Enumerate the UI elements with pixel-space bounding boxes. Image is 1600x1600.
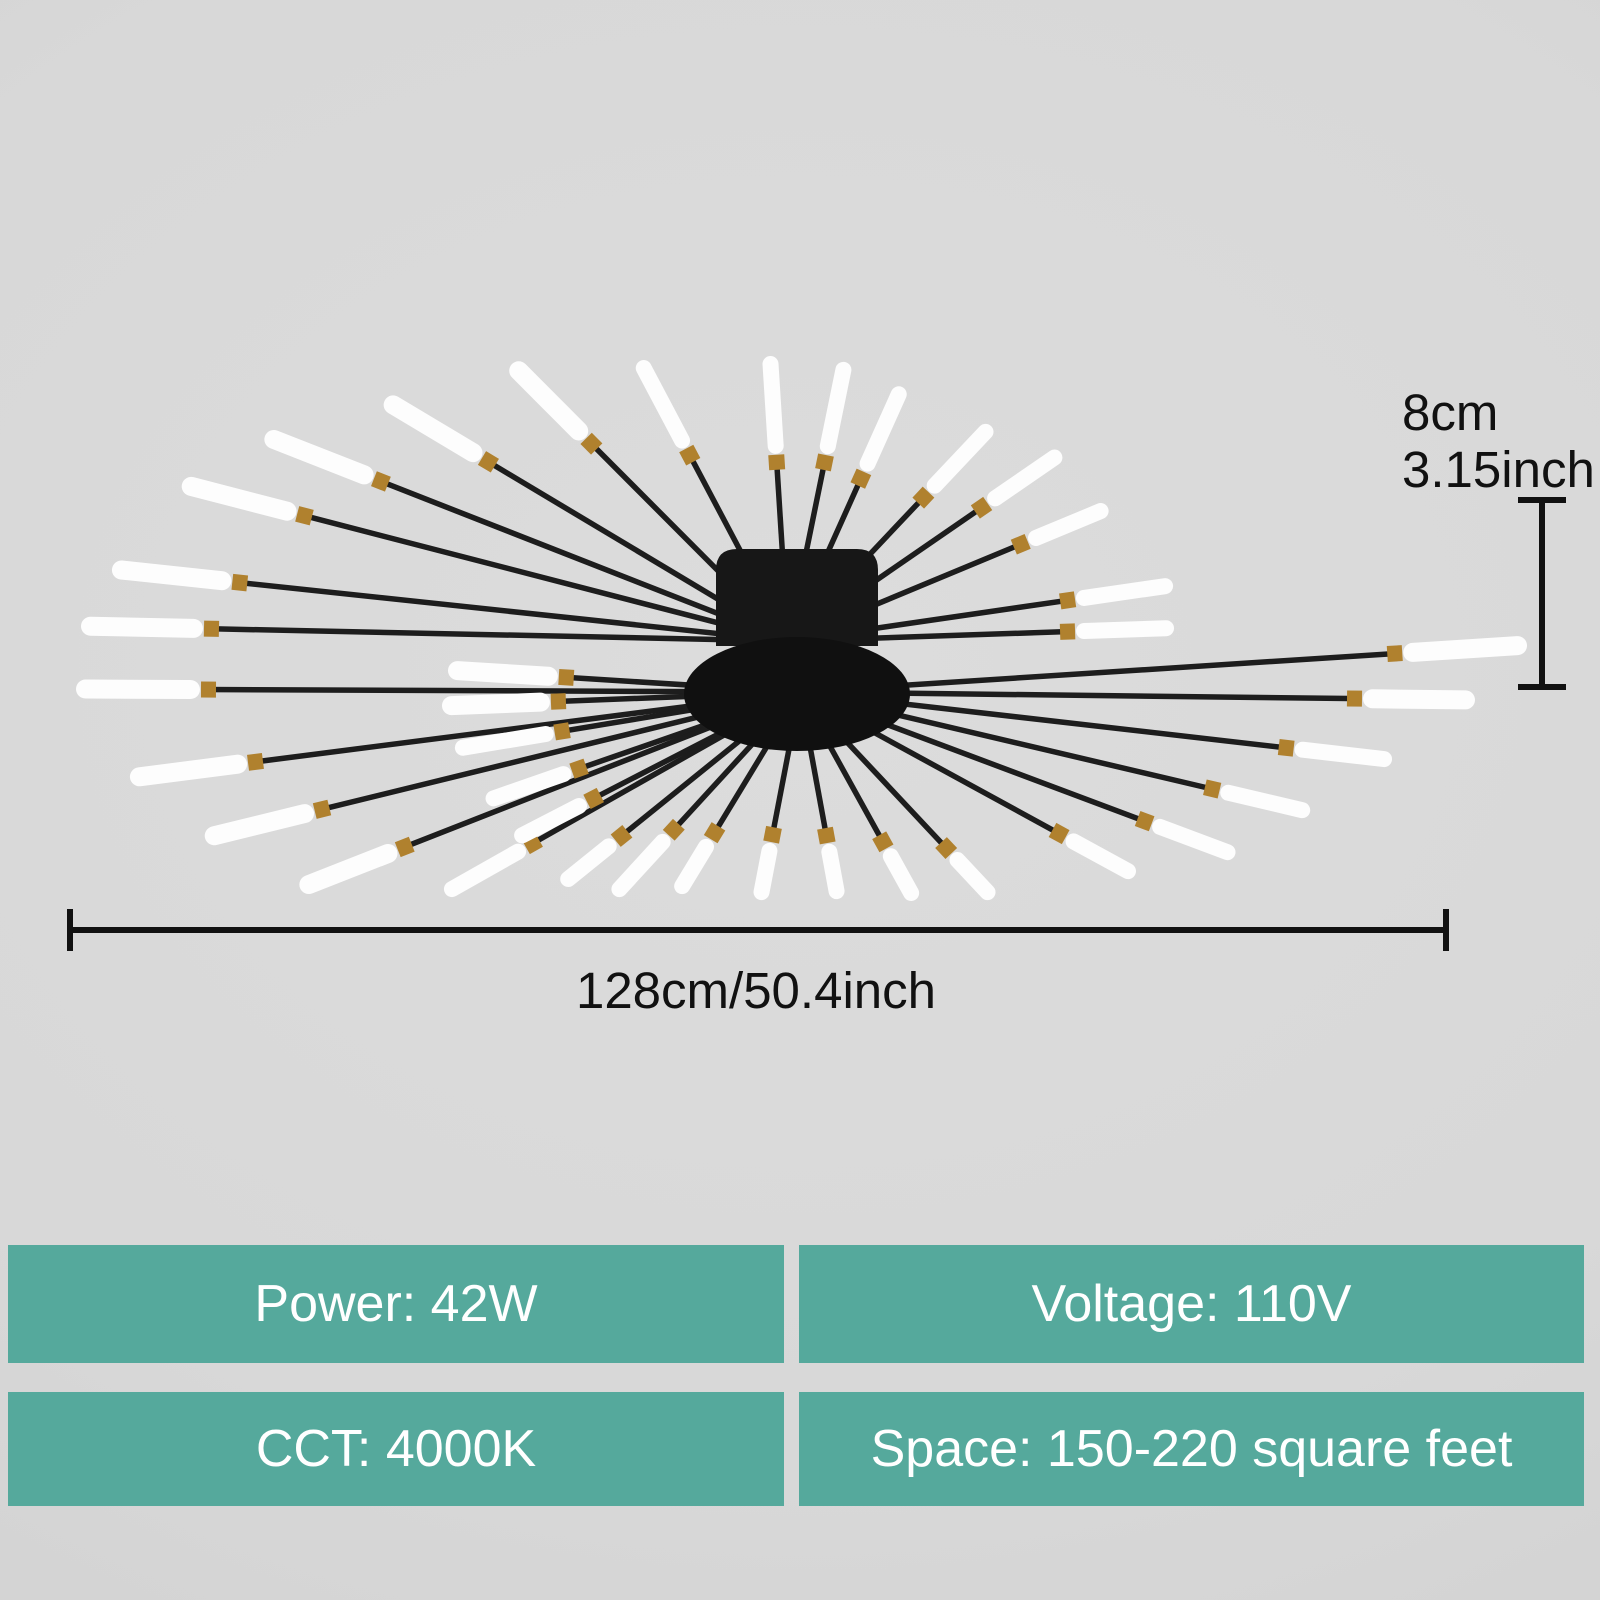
spec-cct-text: CCT: 4000K xyxy=(255,1420,537,1478)
width-dimension-line xyxy=(67,909,1449,951)
led-tubes xyxy=(75,355,1528,901)
spec-voltage-box: Voltage: 110V xyxy=(799,1245,1584,1363)
brass-ferrules xyxy=(200,432,1403,859)
base-disc xyxy=(684,637,910,751)
height-inch-text: 3.15inch xyxy=(1402,441,1595,498)
spec-voltage-text: Voltage: 110V xyxy=(1031,1275,1352,1333)
height-dimension-line xyxy=(1518,497,1566,690)
width-dimension-label: 128cm/50.4inch xyxy=(575,962,937,1019)
height-dimension-label: 8cm 3.15inch xyxy=(1402,384,1595,498)
spec-power-text: Power: 42W xyxy=(254,1275,538,1333)
spec-space-text: Space: 150-220 square feet xyxy=(870,1420,1513,1478)
spec-cct-box: CCT: 4000K xyxy=(8,1392,784,1506)
spec-power-box: Power: 42W xyxy=(8,1245,784,1363)
canopy-cylinder xyxy=(716,549,878,646)
height-cm-text: 8cm xyxy=(1402,384,1499,441)
spec-space-box: Space: 150-220 square feet xyxy=(799,1392,1584,1506)
